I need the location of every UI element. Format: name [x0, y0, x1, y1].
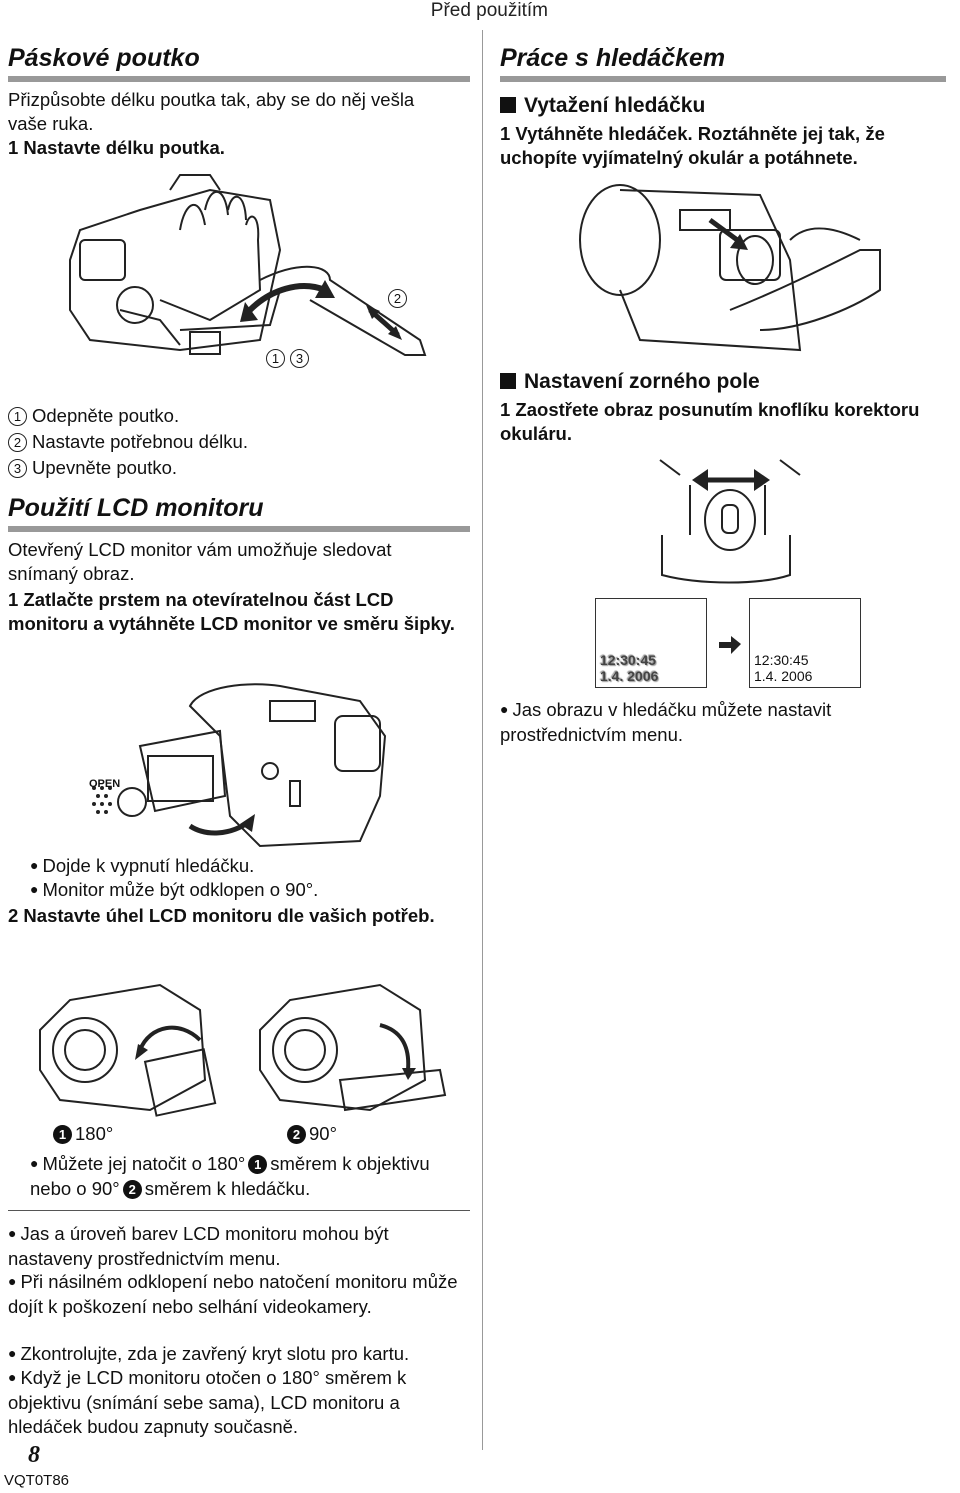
- section-header: Před použitím: [430, 0, 548, 21]
- blurry-time: 12:30:45: [600, 652, 657, 668]
- document-code: VQT0T86: [4, 1472, 70, 1489]
- lcd-step2: 2 Nastavte úhel LCD monitoru dle vašich …: [8, 905, 435, 926]
- rotate-180-illustration: [39, 983, 217, 1117]
- notes-rule: [8, 1210, 470, 1211]
- note-4: Když je LCD monitoru otočen o 180° směre…: [8, 1366, 470, 1439]
- lcd-open-illustration: [92, 683, 387, 848]
- focus-step1: 1 Zaostřete obraz posunutím knoflíku kor…: [500, 399, 920, 444]
- square-bullet-icon-2: [500, 373, 516, 389]
- note-2: Při násilném odklopení nebo natočení mon…: [8, 1270, 470, 1319]
- lcd-intro: Otevřený LCD monitor vám umožňuje sledov…: [8, 539, 392, 584]
- note-1: Jas a úroveň barev LCD monitoru mohou bý…: [8, 1222, 463, 1271]
- arrow-right-icon: [719, 636, 741, 654]
- rotate-90-illustration: [259, 983, 447, 1112]
- pull-subtitle: Vytažení hledáčku: [500, 94, 705, 118]
- sharp-display: 12:30:45 1.4. 2006: [749, 598, 861, 688]
- pull-step1: 1 Vytáhněte hledáček. Roztáhněte jej tak…: [500, 123, 885, 168]
- lcd-bullet-2: Monitor může být odklopen o 90°.: [30, 878, 318, 903]
- lcd-title-rule: [8, 526, 470, 532]
- strap-step1: 1 Nastavte délku poutka.: [8, 137, 225, 158]
- viewfinder-title-rule: [500, 76, 946, 82]
- strap-title-rule: [8, 76, 470, 82]
- focus-bullet: Jas obrazu v hledáčku můžete nastavit pr…: [500, 698, 930, 747]
- column-divider: [482, 30, 483, 1450]
- viewfinder-pull-illustration: [579, 184, 881, 352]
- open-label: OPEN: [89, 778, 121, 790]
- sharp-time: 12:30:45: [754, 652, 809, 668]
- note-3: Zkontrolujte, zda je zavřený kryt slotu …: [8, 1342, 470, 1367]
- focus-subtitle: Nastavení zorného pole: [500, 370, 760, 394]
- strap-label-1: 1: [266, 349, 285, 368]
- blurry-date: 1.4. 2006: [600, 668, 659, 684]
- lcd-step1: 1 Zatlačte prstem na otevíratelnou část …: [8, 589, 455, 634]
- lcd-title: Použití LCD monitoru: [8, 494, 264, 522]
- strap-label-2: 2: [388, 289, 407, 308]
- page-number: 8: [28, 1442, 40, 1468]
- strap-label-3: 3: [290, 349, 309, 368]
- strap-illustration: [69, 174, 427, 356]
- blurry-display: 12:30:45 1.4. 2006: [595, 598, 707, 688]
- focus-knob-illustration: [659, 459, 801, 584]
- square-bullet-icon: [500, 97, 516, 113]
- lcd-bullet-1: Dojde k vypnutí hledáčku.: [30, 854, 254, 879]
- strap-title: Páskové poutko: [8, 44, 200, 72]
- viewfinder-title: Práce s hledáčkem: [500, 44, 726, 72]
- sharp-date: 1.4. 2006: [754, 668, 813, 684]
- strap-intro: Přizpůsobte délku poutka tak, aby se do …: [8, 89, 415, 134]
